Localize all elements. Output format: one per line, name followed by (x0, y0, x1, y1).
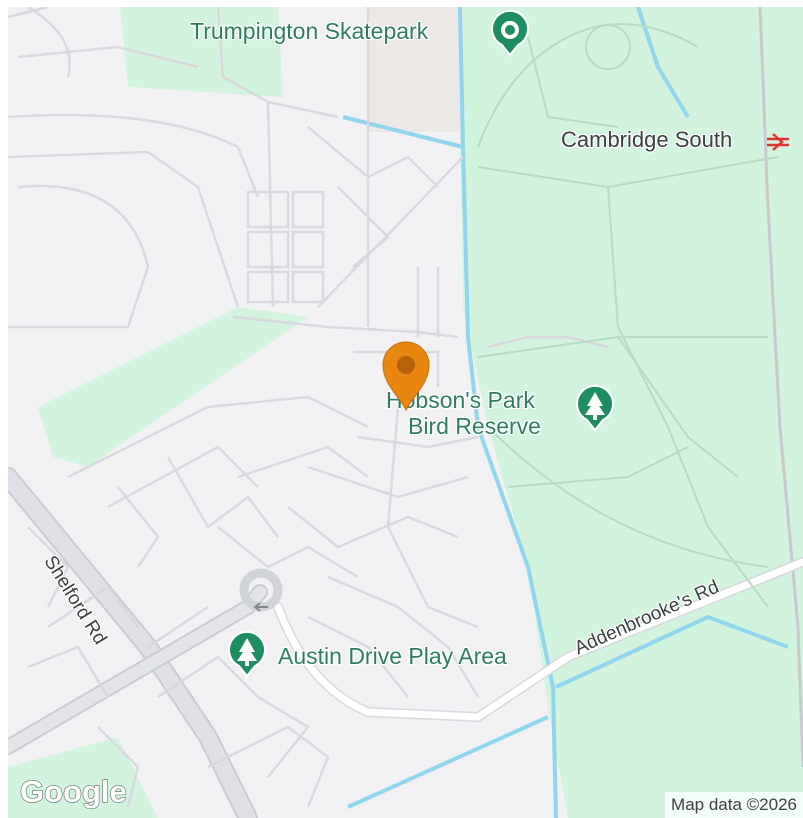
built-area (368, 7, 463, 132)
skatepark-label[interactable]: Trumpington Skatepark (190, 18, 429, 44)
station-label[interactable]: Cambridge South (561, 127, 733, 152)
one-way-arrow-icon (253, 602, 268, 612)
national-rail-icon (767, 133, 789, 151)
park-poi-circle-icon[interactable] (488, 9, 532, 57)
tree-poi-icon[interactable] (573, 384, 617, 432)
park-area-skate (120, 7, 283, 97)
bird-reserve-label-line2[interactable]: Bird Reserve (408, 413, 541, 439)
water-channels (342, 7, 789, 818)
svg-text:Google: Google (20, 774, 127, 809)
railway (758, 7, 803, 768)
play-area-label[interactable]: Austin Drive Play Area (278, 643, 507, 669)
park-area-east (460, 102, 803, 818)
park-area-south (8, 737, 158, 818)
park-area-north (463, 7, 803, 137)
map-base-layer (8, 7, 803, 818)
minor-streets (8, 7, 609, 808)
tree-poi-icon[interactable] (225, 630, 269, 678)
map-attribution[interactable]: Map data ©2026 (665, 792, 803, 818)
park-area-strip (38, 307, 308, 467)
google-logo: Google (19, 773, 127, 809)
location-pin-icon[interactable] (379, 338, 433, 412)
map-canvas[interactable]: Trumpington Skatepark Cambridge South Ho… (8, 7, 803, 818)
park-paths (477, 23, 779, 608)
